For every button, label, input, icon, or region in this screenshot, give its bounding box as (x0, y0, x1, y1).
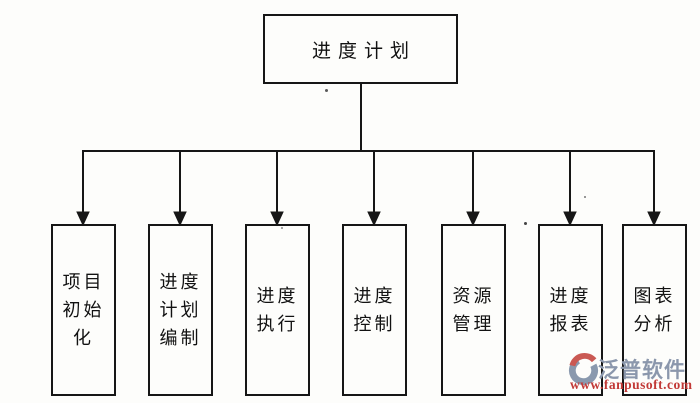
node-label: 图表分析 (633, 286, 676, 334)
node-label: 进度报表 (549, 286, 592, 334)
node-label: 进度控制 (353, 286, 396, 334)
node-label: 项目初始化 (62, 272, 105, 348)
watermark-url-text: www.fanpusoft.com (570, 377, 693, 392)
scan-noise-dot (281, 227, 283, 229)
node-schedule-plan-root: 进度计划 (263, 14, 458, 84)
scan-noise-dot (325, 89, 328, 92)
node-schedule-plan-compilation: 进度计划编制 (148, 224, 213, 396)
node-label: 进度执行 (256, 286, 299, 334)
node-project-initialization: 项目初始化 (51, 224, 116, 396)
scan-noise-dot (584, 196, 586, 198)
node-resource-management: 资源管理 (441, 224, 506, 396)
fanpu-logo-icon (568, 353, 599, 386)
node-chart-analysis: 图表分析 (622, 224, 687, 396)
node-schedule-execution: 进度执行 (245, 224, 310, 396)
root-node-label: 进度计划 (311, 40, 416, 62)
node-label: 资源管理 (452, 286, 495, 334)
node-schedule-control: 进度控制 (342, 224, 407, 396)
node-label: 进度计划编制 (159, 272, 202, 348)
node-schedule-report: 进度报表 (538, 224, 603, 396)
scan-noise-dot (524, 222, 527, 225)
watermark-brand-text: 泛普软件 (598, 358, 686, 382)
